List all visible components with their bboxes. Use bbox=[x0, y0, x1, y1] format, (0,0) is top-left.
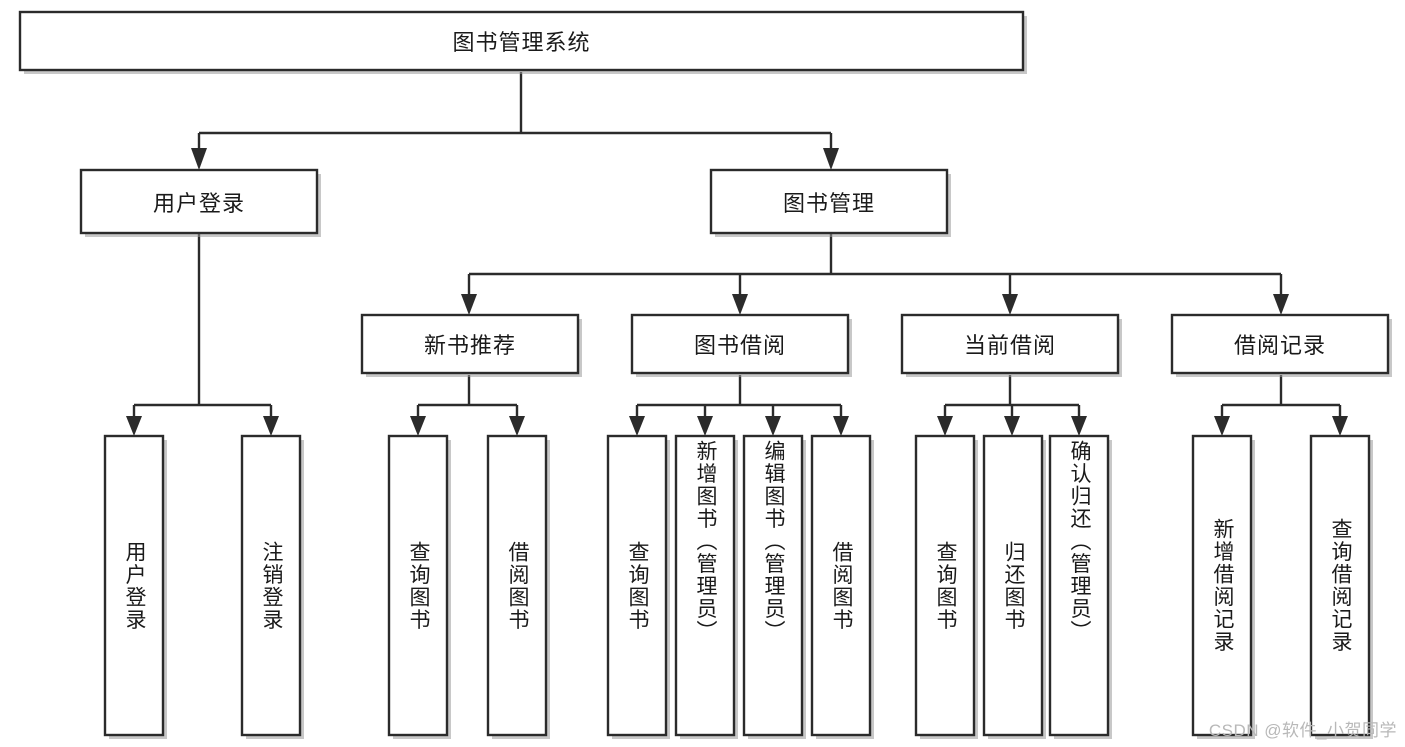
arrow-to-current-borrow bbox=[1002, 294, 1018, 315]
arrow-leaf-add-book bbox=[697, 416, 713, 436]
box-leaf-query-record[interactable] bbox=[1309, 434, 1371, 737]
box-leaf-query-book-2[interactable] bbox=[606, 434, 668, 737]
arrow-leaf-borrow-book-2 bbox=[833, 416, 849, 436]
arrow-root-to-book-manage bbox=[823, 148, 839, 170]
arrow-leaf-return-book bbox=[1004, 416, 1020, 436]
node-boxes bbox=[18, 10, 1392, 739]
box-borrow-record[interactable] bbox=[1170, 313, 1390, 375]
arrow-to-book-borrow bbox=[732, 294, 748, 315]
arrow-leaf-user-login bbox=[126, 416, 142, 436]
arrow-leaf-confirm-return bbox=[1071, 416, 1087, 436]
box-new-book-recommend[interactable] bbox=[360, 313, 580, 375]
arrow-leaf-user-logout bbox=[263, 416, 279, 436]
box-leaf-query-book-3[interactable] bbox=[914, 434, 976, 737]
box-leaf-edit-book[interactable] bbox=[742, 434, 804, 737]
arrow-leaf-borrow-book-1 bbox=[509, 416, 525, 436]
box-leaf-return-book[interactable] bbox=[982, 434, 1044, 737]
arrow-to-new-book-recommend bbox=[461, 294, 477, 315]
arrow-leaf-query-book-1 bbox=[410, 416, 426, 436]
edges-book-borrow-to-leaves bbox=[629, 375, 849, 436]
arrow-leaf-add-record bbox=[1214, 416, 1230, 436]
arrow-leaf-query-record bbox=[1332, 416, 1348, 436]
box-user-login[interactable] bbox=[79, 168, 319, 235]
arrow-leaf-query-book-2 bbox=[629, 416, 645, 436]
box-leaf-borrow-book-1[interactable] bbox=[486, 434, 548, 737]
box-leaf-user-login[interactable] bbox=[103, 434, 165, 737]
csdn-watermark: CSDN @软件_小贺同学 bbox=[1208, 721, 1397, 740]
box-current-borrow[interactable] bbox=[900, 313, 1120, 375]
box-leaf-user-logout[interactable] bbox=[240, 434, 302, 737]
edges-user-login-to-leaves bbox=[126, 233, 279, 436]
edges-root-to-level1 bbox=[191, 72, 839, 170]
arrow-leaf-edit-book bbox=[765, 416, 781, 436]
arrow-to-borrow-record bbox=[1273, 294, 1289, 315]
box-book-manage[interactable] bbox=[709, 168, 949, 235]
arrow-root-to-user-login bbox=[191, 148, 207, 170]
edges-current-borrow-to-leaves bbox=[937, 375, 1087, 436]
edges-book-manage-to-level2 bbox=[461, 233, 1289, 315]
box-leaf-borrow-book-2[interactable] bbox=[810, 434, 872, 737]
box-leaf-add-book[interactable] bbox=[674, 434, 736, 737]
arrow-leaf-query-book-3 bbox=[937, 416, 953, 436]
box-root[interactable] bbox=[18, 10, 1025, 72]
box-leaf-add-record[interactable] bbox=[1191, 434, 1253, 737]
box-leaf-query-book-1[interactable] bbox=[387, 434, 449, 737]
box-leaf-confirm-return[interactable] bbox=[1048, 434, 1110, 737]
edges-new-book-recommend-to-leaves bbox=[410, 375, 525, 436]
box-book-borrow[interactable] bbox=[630, 313, 850, 375]
edges-borrow-record-to-leaves bbox=[1214, 375, 1348, 436]
